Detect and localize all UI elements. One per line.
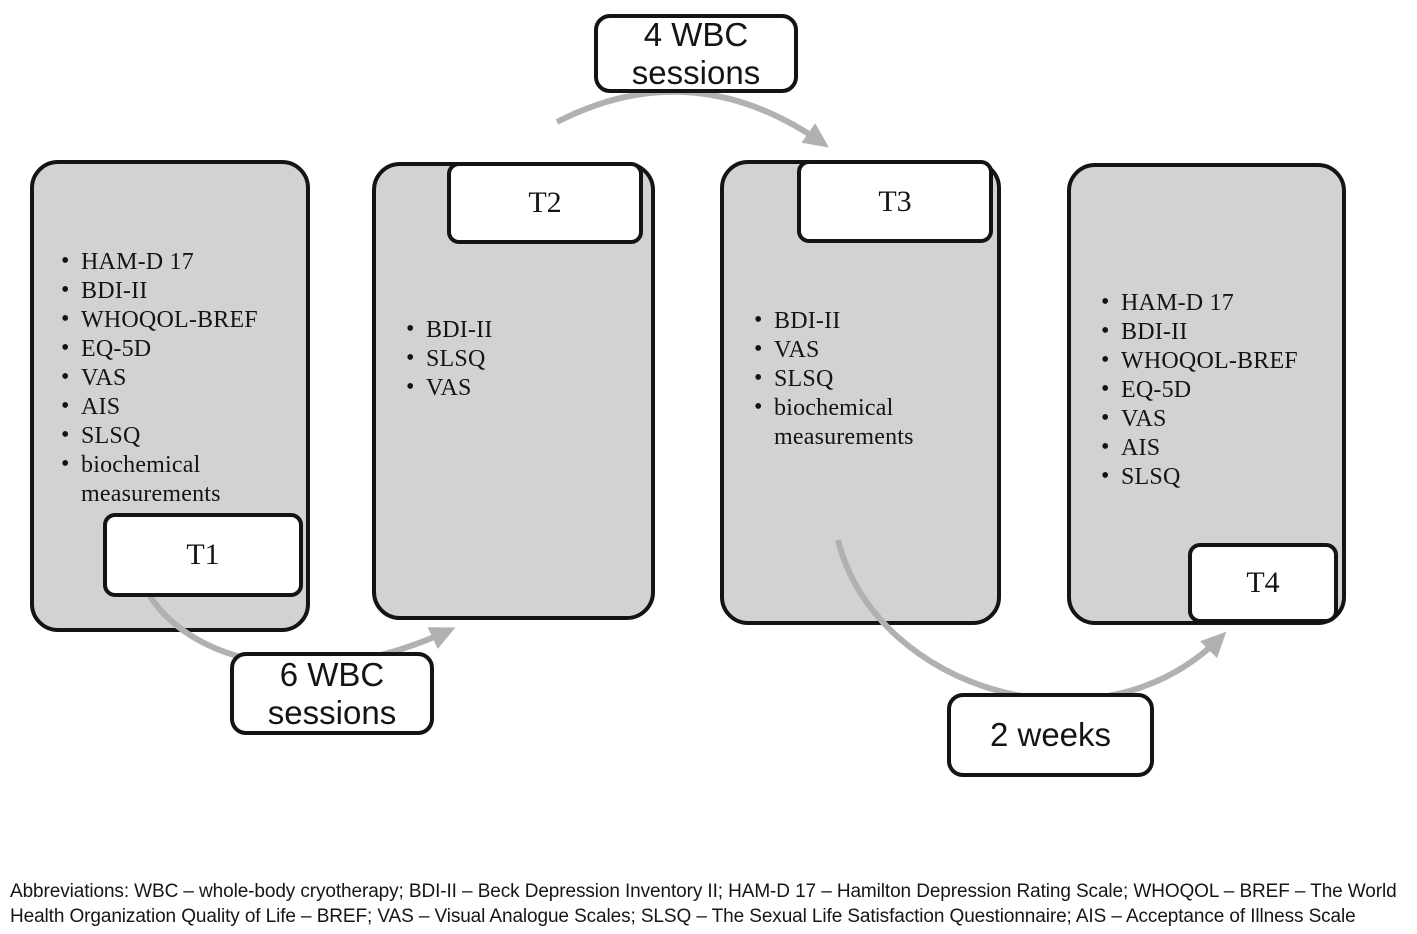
panel-t4-measure-list: HAM-D 17 BDI-II WHOQOL-BREF EQ-5D VAS AI… (1099, 288, 1314, 492)
panel-t1-measure-list: HAM-D 17 BDI-II WHOQOL-BREF EQ-5D VAS AI… (59, 247, 274, 509)
list-item: HAM-D 17 (59, 247, 274, 277)
list-item: EQ-5D (59, 334, 274, 364)
timepoint-label-t3: T3 (797, 160, 993, 243)
list-item: AIS (1099, 433, 1314, 463)
connector-label-2-weeks: 2 weeks (947, 693, 1154, 777)
timepoint-label-t1: T1 (103, 513, 303, 597)
footnote-line-2: Health Organization Quality of Life – BR… (10, 905, 1356, 927)
panel-t3-measure-list: BDI-II VAS SLSQ biochemical measurements (752, 306, 952, 452)
list-item: VAS (752, 335, 952, 365)
list-item: BDI-II (1099, 317, 1314, 347)
list-item: SLSQ (59, 421, 274, 451)
timepoint-label-t4: T4 (1188, 543, 1338, 623)
footnote-line-1: Abbreviations: WBC – whole-body cryother… (10, 881, 1397, 902)
list-item: BDI-II (752, 306, 952, 336)
panel-t2-measure-list: BDI-II SLSQ VAS (404, 315, 619, 403)
list-item: AIS (59, 392, 274, 422)
connector-label-4-wbc-sessions: 4 WBC sessions (594, 14, 798, 93)
list-item: WHOQOL-BREF (1099, 346, 1314, 376)
connector-label-6-wbc-sessions: 6 WBC sessions (230, 652, 434, 735)
list-item: EQ-5D (1099, 375, 1314, 405)
list-item: WHOQOL-BREF (59, 305, 274, 335)
list-item: SLSQ (404, 344, 619, 374)
arrow-t2-to-t3 (555, 88, 829, 148)
timepoint-label-t2: T2 (447, 162, 643, 244)
list-item: SLSQ (752, 364, 952, 394)
list-item: VAS (59, 363, 274, 393)
list-item: VAS (1099, 404, 1314, 434)
list-item: BDI-II (59, 276, 274, 306)
list-item: HAM-D 17 (1099, 288, 1314, 318)
list-item: SLSQ (1099, 462, 1314, 492)
abbreviations-footnote: Abbreviations: WBC – whole-body cryother… (10, 880, 1410, 929)
list-item: biochemical measurements (59, 450, 274, 509)
list-item: BDI-II (404, 315, 619, 345)
list-item: VAS (404, 373, 619, 403)
list-item: biochemical measurements (752, 393, 952, 452)
